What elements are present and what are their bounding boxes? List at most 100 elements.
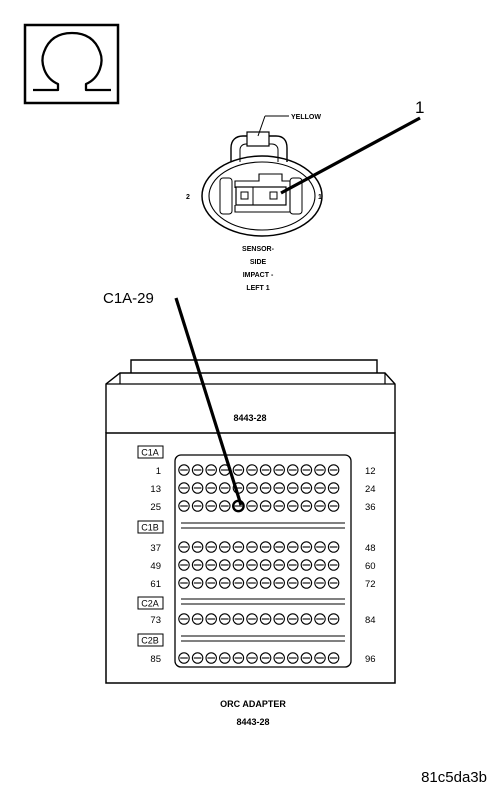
cavity-38 — [191, 541, 204, 553]
ohm-symbol — [23, 23, 120, 105]
cavity-69 — [287, 577, 299, 589]
ohm-symbol-frame — [23, 23, 120, 105]
cavity-19 — [259, 482, 272, 494]
wire-exit — [246, 131, 270, 147]
cavity-28 — [219, 500, 231, 512]
cavity-31 — [259, 500, 272, 512]
cavity-66 — [246, 577, 258, 589]
connector-housing — [234, 173, 291, 213]
cavity-82 — [300, 613, 313, 625]
cavity-29 — [231, 499, 245, 513]
cavity-34 — [300, 500, 313, 512]
adapter-caption: ORC ADAPTER — [220, 699, 286, 709]
cavity-42 — [246, 541, 258, 553]
cavity-84 — [327, 613, 340, 625]
row-end-36: 36 — [365, 502, 376, 513]
cavity-88 — [219, 652, 231, 664]
cavity-54 — [246, 559, 258, 571]
cavity-15 — [205, 482, 217, 494]
cavity-12 — [327, 464, 340, 476]
cavity-78 — [246, 613, 258, 625]
cavity-70 — [300, 577, 313, 589]
cavity-5 — [232, 464, 245, 476]
cavity-8 — [273, 464, 285, 476]
cavity-1 — [178, 464, 190, 476]
row-start-61: 61 — [150, 579, 161, 590]
cavity-95 — [314, 652, 326, 664]
cavity-75 — [205, 613, 217, 625]
pin-right-number: 1 — [318, 194, 322, 201]
cavity-65 — [232, 577, 245, 589]
cavity-73 — [178, 613, 190, 625]
cavity-30 — [246, 500, 258, 512]
sensor-connector: YELLOW 2 1 SENSOR- SIDE IMPACT - LEFT 1 — [186, 114, 323, 292]
bank-c2b-label: C2B — [141, 636, 159, 646]
cavity-23 — [314, 482, 326, 494]
connector-label-line-1: SENSOR- — [242, 246, 275, 253]
row-start-13: 13 — [150, 484, 161, 495]
pin-callout: 1 — [280, 98, 424, 195]
cavity-14 — [191, 482, 204, 494]
cavity-16 — [219, 482, 231, 494]
cavity-83 — [314, 613, 326, 625]
cavity-77 — [232, 613, 245, 625]
cavity-20 — [273, 482, 285, 494]
adapter-face — [105, 432, 396, 684]
row-start-49: 49 — [150, 561, 161, 572]
bank-dividers — [181, 522, 345, 642]
cavity-32 — [273, 500, 285, 512]
cavity-56 — [273, 559, 285, 571]
cavity-80 — [273, 613, 285, 625]
cavity-33 — [287, 500, 299, 512]
bank-c1b-label: C1B — [141, 523, 159, 533]
cavity-85 — [178, 652, 190, 664]
cavity-49 — [178, 559, 190, 571]
row-start-25: 25 — [150, 502, 161, 513]
cavity-90 — [246, 652, 258, 664]
pin-left-number: 2 — [186, 194, 190, 201]
bank-c1a-box — [137, 445, 164, 459]
row-numbers-right: 12 24 36 48 60 72 84 96 — [365, 466, 376, 665]
cavity-10 — [300, 464, 313, 476]
adapter-caption-part: 8443-28 — [236, 717, 269, 727]
row-end-12: 12 — [365, 466, 376, 477]
row-end-48: 48 — [365, 543, 376, 554]
cavity-6 — [246, 464, 258, 476]
cavity-callout-leader — [174, 297, 243, 506]
row-end-96: 96 — [365, 654, 376, 665]
row-start-85: 85 — [150, 654, 161, 665]
cavity-26 — [191, 500, 204, 512]
cavity-76 — [219, 613, 231, 625]
pin-callout-leader — [280, 116, 421, 195]
cavity-46 — [300, 541, 313, 553]
cavity-50 — [191, 559, 204, 571]
cavity-58 — [300, 559, 313, 571]
cavity-panel — [174, 454, 352, 668]
cavity-36 — [327, 500, 340, 512]
cavity-67 — [259, 577, 272, 589]
orc-adapter: 8443-28 C1A C1B C2A C2B 1 13 25 37 49 61… — [105, 359, 396, 684]
cavity-86 — [191, 652, 204, 664]
adapter-top-plug — [130, 359, 378, 373]
connector-label-line-3: IMPACT - — [243, 272, 274, 279]
cavity-40 — [219, 541, 231, 553]
bank-c2a-label: C2A — [141, 599, 159, 609]
cavity-callout-label: C1A-29 — [103, 290, 154, 307]
cavity-13 — [178, 482, 190, 494]
row-end-72: 72 — [365, 579, 376, 590]
cavity-92 — [273, 652, 285, 664]
cavity-52 — [219, 559, 231, 571]
cavity-callout: C1A-29 — [103, 290, 243, 506]
cavity-47 — [314, 541, 326, 553]
cavity-91 — [259, 652, 272, 664]
cavity-57 — [287, 559, 299, 571]
wire-color-label: YELLOW — [291, 114, 321, 121]
cavity-72 — [327, 577, 340, 589]
row-numbers-left: 1 13 25 37 49 61 73 85 — [150, 466, 161, 665]
cavity-rows — [178, 464, 340, 664]
cavity-45 — [287, 541, 299, 553]
cavity-96 — [327, 652, 340, 664]
connector-outer-shell — [201, 155, 323, 237]
row-end-60: 60 — [365, 561, 376, 572]
cavity-94 — [300, 652, 313, 664]
